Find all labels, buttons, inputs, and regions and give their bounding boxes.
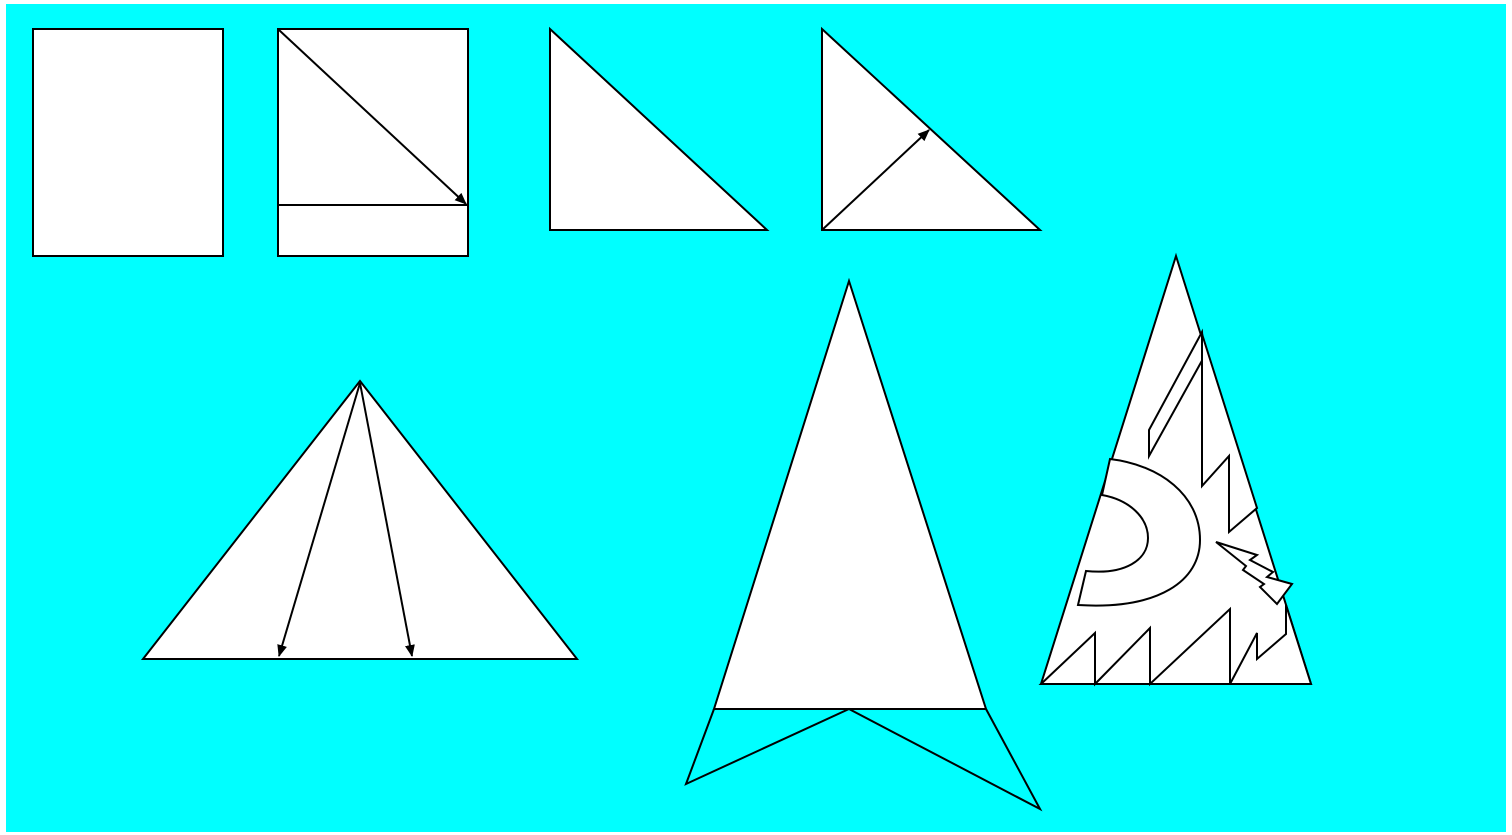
paper-rectangle	[278, 29, 468, 256]
paper-rectangle	[33, 29, 223, 256]
step-1-sheet	[33, 29, 223, 256]
step-2-fold-diagonal	[278, 29, 468, 256]
